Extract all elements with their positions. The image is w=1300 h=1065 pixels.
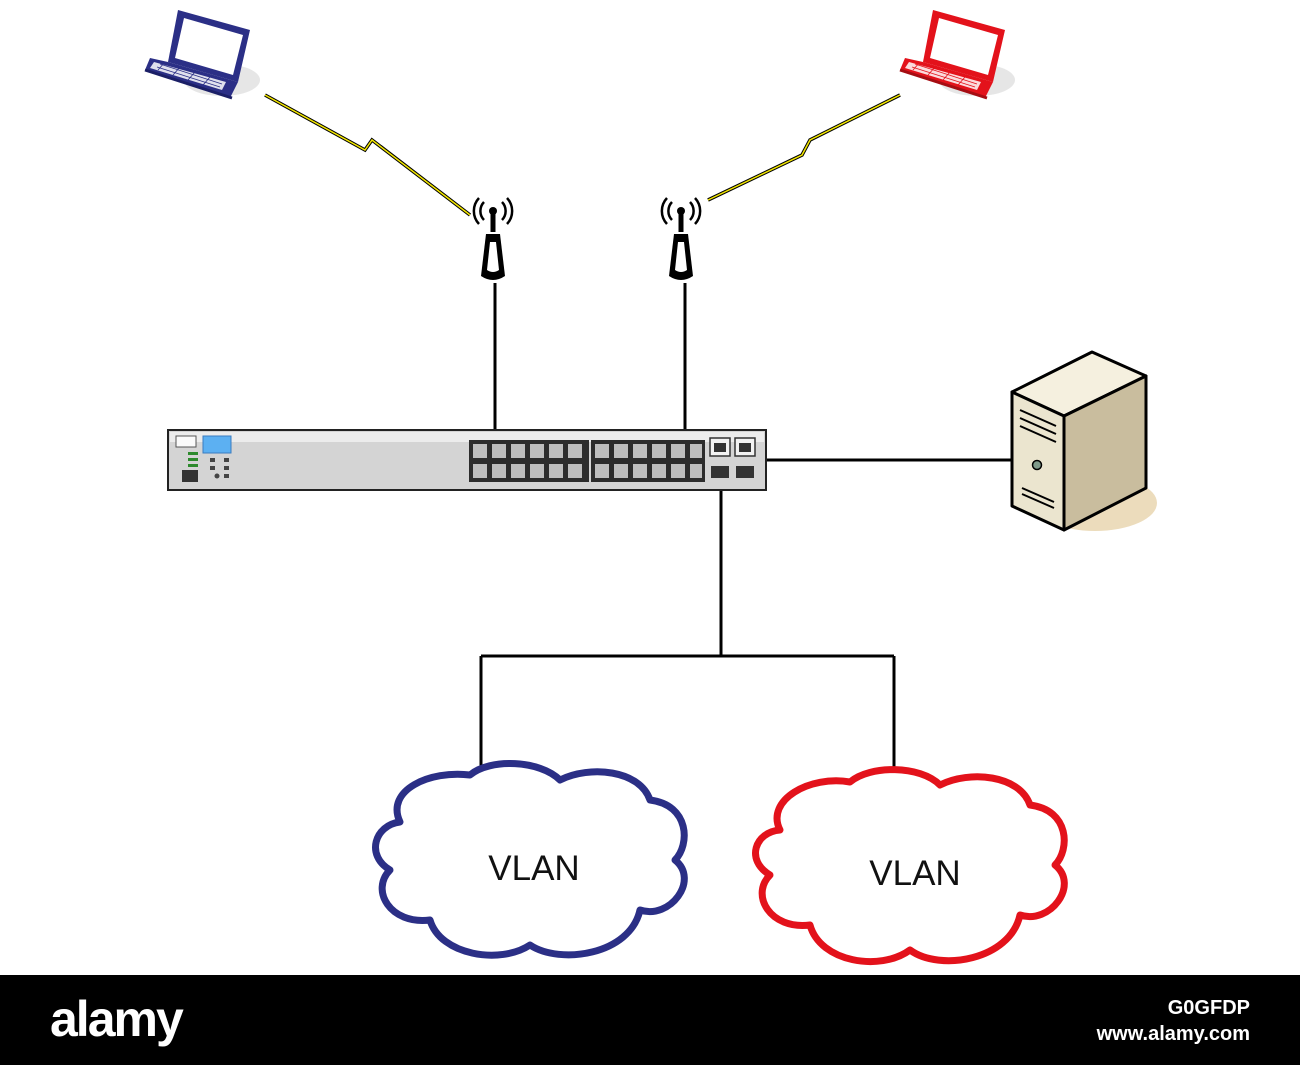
image-id-label: G0GFDP: [1167, 997, 1250, 1019]
vlan-label-right: VLAN: [869, 854, 960, 893]
vlan-cloud-left: VLAN: [372, 760, 688, 959]
access-point-right-icon: [660, 197, 702, 280]
wireless-link-right: [707, 93, 901, 202]
wired-connections: [479, 283, 1012, 776]
network-switch-icon: [167, 429, 767, 491]
brand-logo: alamy: [50, 991, 184, 1047]
wireless-link-left: [264, 93, 472, 217]
site-url-label: www.alamy.com: [1096, 1023, 1250, 1045]
cloud-outline-left: [372, 760, 688, 959]
laptop-left-icon: [144, 10, 260, 100]
server-tower-icon: [1010, 350, 1157, 532]
vlan-label-left: VLAN: [488, 849, 579, 888]
vlan-cloud-right: VLAN: [752, 766, 1068, 966]
access-point-left-icon: [472, 197, 514, 280]
network-diagram: VLAN VLAN: [144, 10, 1157, 966]
cloud-outline-right: [752, 766, 1068, 966]
laptop-right-icon: [899, 10, 1015, 100]
watermark-footer: alamy G0GFDP www.alamy.com: [0, 975, 1300, 1065]
